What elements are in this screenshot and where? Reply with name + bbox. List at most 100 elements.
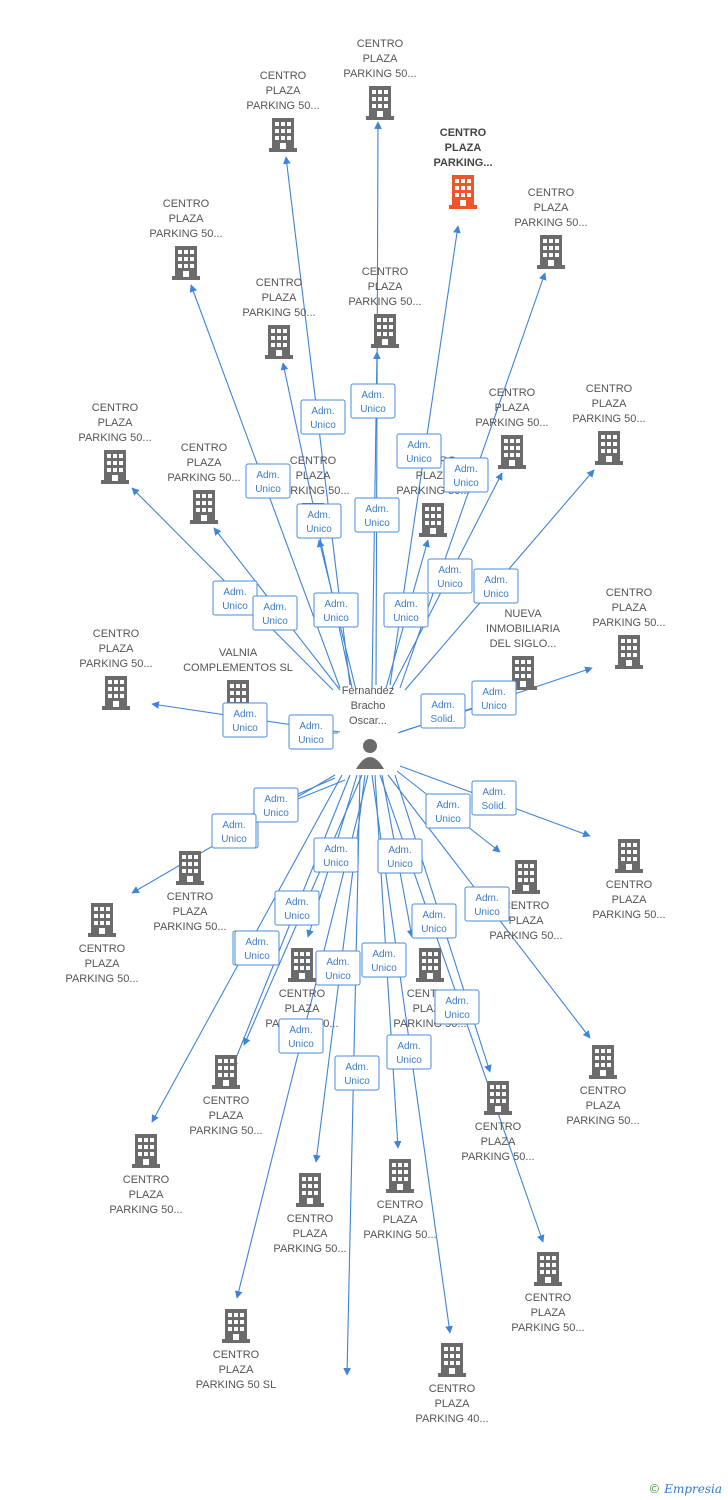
building-icon[interactable] xyxy=(438,1343,466,1377)
edge-role-label[interactable]: Adm.Unico xyxy=(300,399,346,435)
building-icon[interactable] xyxy=(172,246,200,280)
building-icon[interactable] xyxy=(212,1055,240,1089)
building-icon[interactable] xyxy=(386,1159,414,1193)
edge-role-label[interactable]: Adm.Unico xyxy=(434,989,480,1025)
edge-role-label[interactable]: Adm.Unico xyxy=(361,942,407,978)
company-name-text: CENTRO xyxy=(79,943,126,955)
edge-role-label[interactable]: Adm.Unico xyxy=(383,592,429,628)
edge-role-label[interactable]: Adm.Unico xyxy=(252,595,298,631)
building-icon[interactable] xyxy=(484,1081,512,1115)
person-icon[interactable] xyxy=(356,739,384,769)
edge-role-label[interactable]: Adm.Unico xyxy=(278,1018,324,1054)
edge-role-label[interactable]: Adm.Unico xyxy=(471,680,517,716)
edge-role-label[interactable]: Adm.Unico xyxy=(288,714,334,750)
building-icon[interactable] xyxy=(190,490,218,524)
building-icon[interactable] xyxy=(498,435,526,469)
building-icon[interactable] xyxy=(101,450,129,484)
company-name-text: PARKING 50... xyxy=(149,228,222,240)
edge-role-label[interactable]: Adm.Unico xyxy=(234,930,280,966)
edge-role-label[interactable]: Adm.Unico xyxy=(464,886,510,922)
company-name-text: PLAZA xyxy=(495,402,531,414)
building-icon[interactable] xyxy=(265,325,293,359)
edge-role-label[interactable]: Adm.Unico xyxy=(427,558,473,594)
edge-role-label[interactable]: Adm.Unico xyxy=(386,1034,432,1070)
edge-role-text: Adm. xyxy=(397,1041,420,1052)
edge-role-label[interactable]: Adm.Unico xyxy=(274,890,320,926)
edge-role-label[interactable]: Adm.Unico xyxy=(377,838,423,874)
building-icon[interactable] xyxy=(222,1309,250,1343)
company-name-text: CENTRO xyxy=(93,628,140,640)
edge-role-label[interactable]: Adm.Unico xyxy=(396,433,442,469)
building-icon[interactable] xyxy=(176,851,204,885)
building-icon[interactable] xyxy=(416,948,444,982)
edge-role-label[interactable]: Adm.Unico xyxy=(313,592,359,628)
edge-role-label[interactable]: Adm.Unico xyxy=(411,903,457,939)
building-icon[interactable] xyxy=(132,1134,160,1168)
company-node[interactable]: CENTROPLAZAPARKING... xyxy=(433,127,493,209)
edge-role-label[interactable]: Adm.Unico xyxy=(296,503,342,539)
edge-role-label[interactable]: Adm.Unico xyxy=(315,950,361,986)
building-icon[interactable] xyxy=(615,635,643,669)
building-icon[interactable] xyxy=(595,431,623,465)
edge-role-label[interactable]: Adm.Unico xyxy=(211,813,257,849)
edge-role-label[interactable]: Adm.Unico xyxy=(253,787,299,823)
building-icon[interactable] xyxy=(419,503,447,537)
edge-role-label[interactable]: Adm.Solid. xyxy=(471,780,517,816)
building-icon[interactable] xyxy=(366,86,394,120)
building-icon[interactable] xyxy=(296,1173,324,1207)
edge-role-label[interactable]: Adm.Unico xyxy=(222,702,268,738)
edge-role-label[interactable]: Adm.Solid. xyxy=(420,693,466,729)
edge-role-label[interactable]: Adm.Unico xyxy=(313,837,359,873)
edge-role-label[interactable]: Adm.Unico xyxy=(473,568,519,604)
building-icon[interactable] xyxy=(102,676,130,710)
building-icon[interactable] xyxy=(589,1045,617,1079)
brand-footer[interactable]: © Empresia xyxy=(648,1482,722,1496)
center-person[interactable]: FernandezBrachoOscar... xyxy=(342,685,395,769)
building-icon[interactable] xyxy=(88,903,116,937)
edge-role-label[interactable]: Adm.Unico xyxy=(354,497,400,533)
building-icon[interactable] xyxy=(512,860,540,894)
building-icon[interactable] xyxy=(288,948,316,982)
edge-role-text: Adm. xyxy=(365,504,388,515)
edge-role-label[interactable]: Adm.Unico xyxy=(425,793,471,829)
building-icon[interactable] xyxy=(534,1252,562,1286)
building-icon[interactable] xyxy=(371,314,399,348)
building-icon[interactable] xyxy=(615,839,643,873)
edge-role-label[interactable]: Adm.Unico xyxy=(245,463,291,499)
building-icon[interactable] xyxy=(449,175,477,209)
edge-role-label[interactable]: Adm.Unico xyxy=(212,580,258,616)
building-icon[interactable] xyxy=(537,235,565,269)
building-icon[interactable] xyxy=(269,118,297,152)
edge-role-label[interactable]: Adm.Unico xyxy=(350,383,396,419)
edge-role-label[interactable]: Adm.Unico xyxy=(443,457,489,493)
edge-role-label[interactable]: Adm.Unico xyxy=(334,1055,380,1091)
